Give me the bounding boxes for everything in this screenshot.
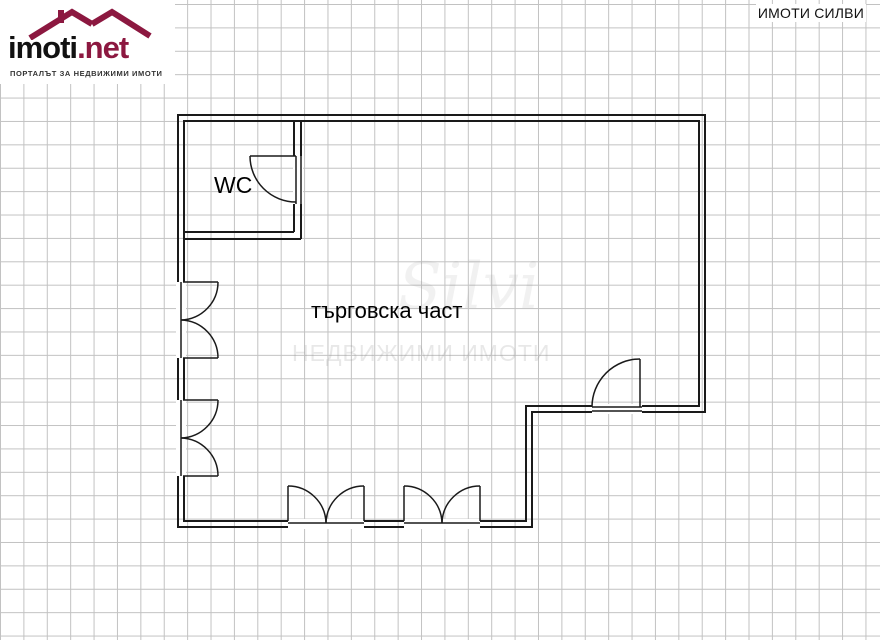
room-label-shop: търговска част <box>311 298 463 323</box>
bottom-door-opening-2 <box>404 519 480 529</box>
wc-door-opening <box>293 156 303 204</box>
left-door-1 <box>180 281 219 359</box>
watermark-script: Silvi <box>398 250 540 324</box>
left-door-2 <box>180 399 219 477</box>
room-label-wc: WC <box>214 172 253 198</box>
bottom-door-opening-1 <box>288 519 364 529</box>
bottom-door-2 <box>403 485 481 524</box>
logo-tld: .net <box>77 30 129 65</box>
outer-wall-inner <box>183 120 700 522</box>
outer-wall-outer <box>177 114 706 528</box>
bottom-door-1 <box>287 485 365 524</box>
watermark-text: НЕДВИЖИМИ ИМОТИ <box>292 340 551 366</box>
right-door-opening <box>592 404 642 414</box>
right-door <box>591 358 642 412</box>
logo-tagline: ПОРТАЛЪТ ЗА НЕДВИЖИМИ ИМОТИ <box>10 69 163 78</box>
logo-wordmark: imoti.net <box>8 30 129 65</box>
wc-door <box>249 155 302 204</box>
logo-brand: imoti <box>8 30 78 65</box>
roof-icon <box>28 8 152 40</box>
site-logo[interactable]: imoti.net ПОРТАЛЪТ ЗА НЕДВИЖИМИ ИМОТИ <box>0 0 175 84</box>
agency-name: ИМОТИ СИЛВИ <box>755 4 866 22</box>
